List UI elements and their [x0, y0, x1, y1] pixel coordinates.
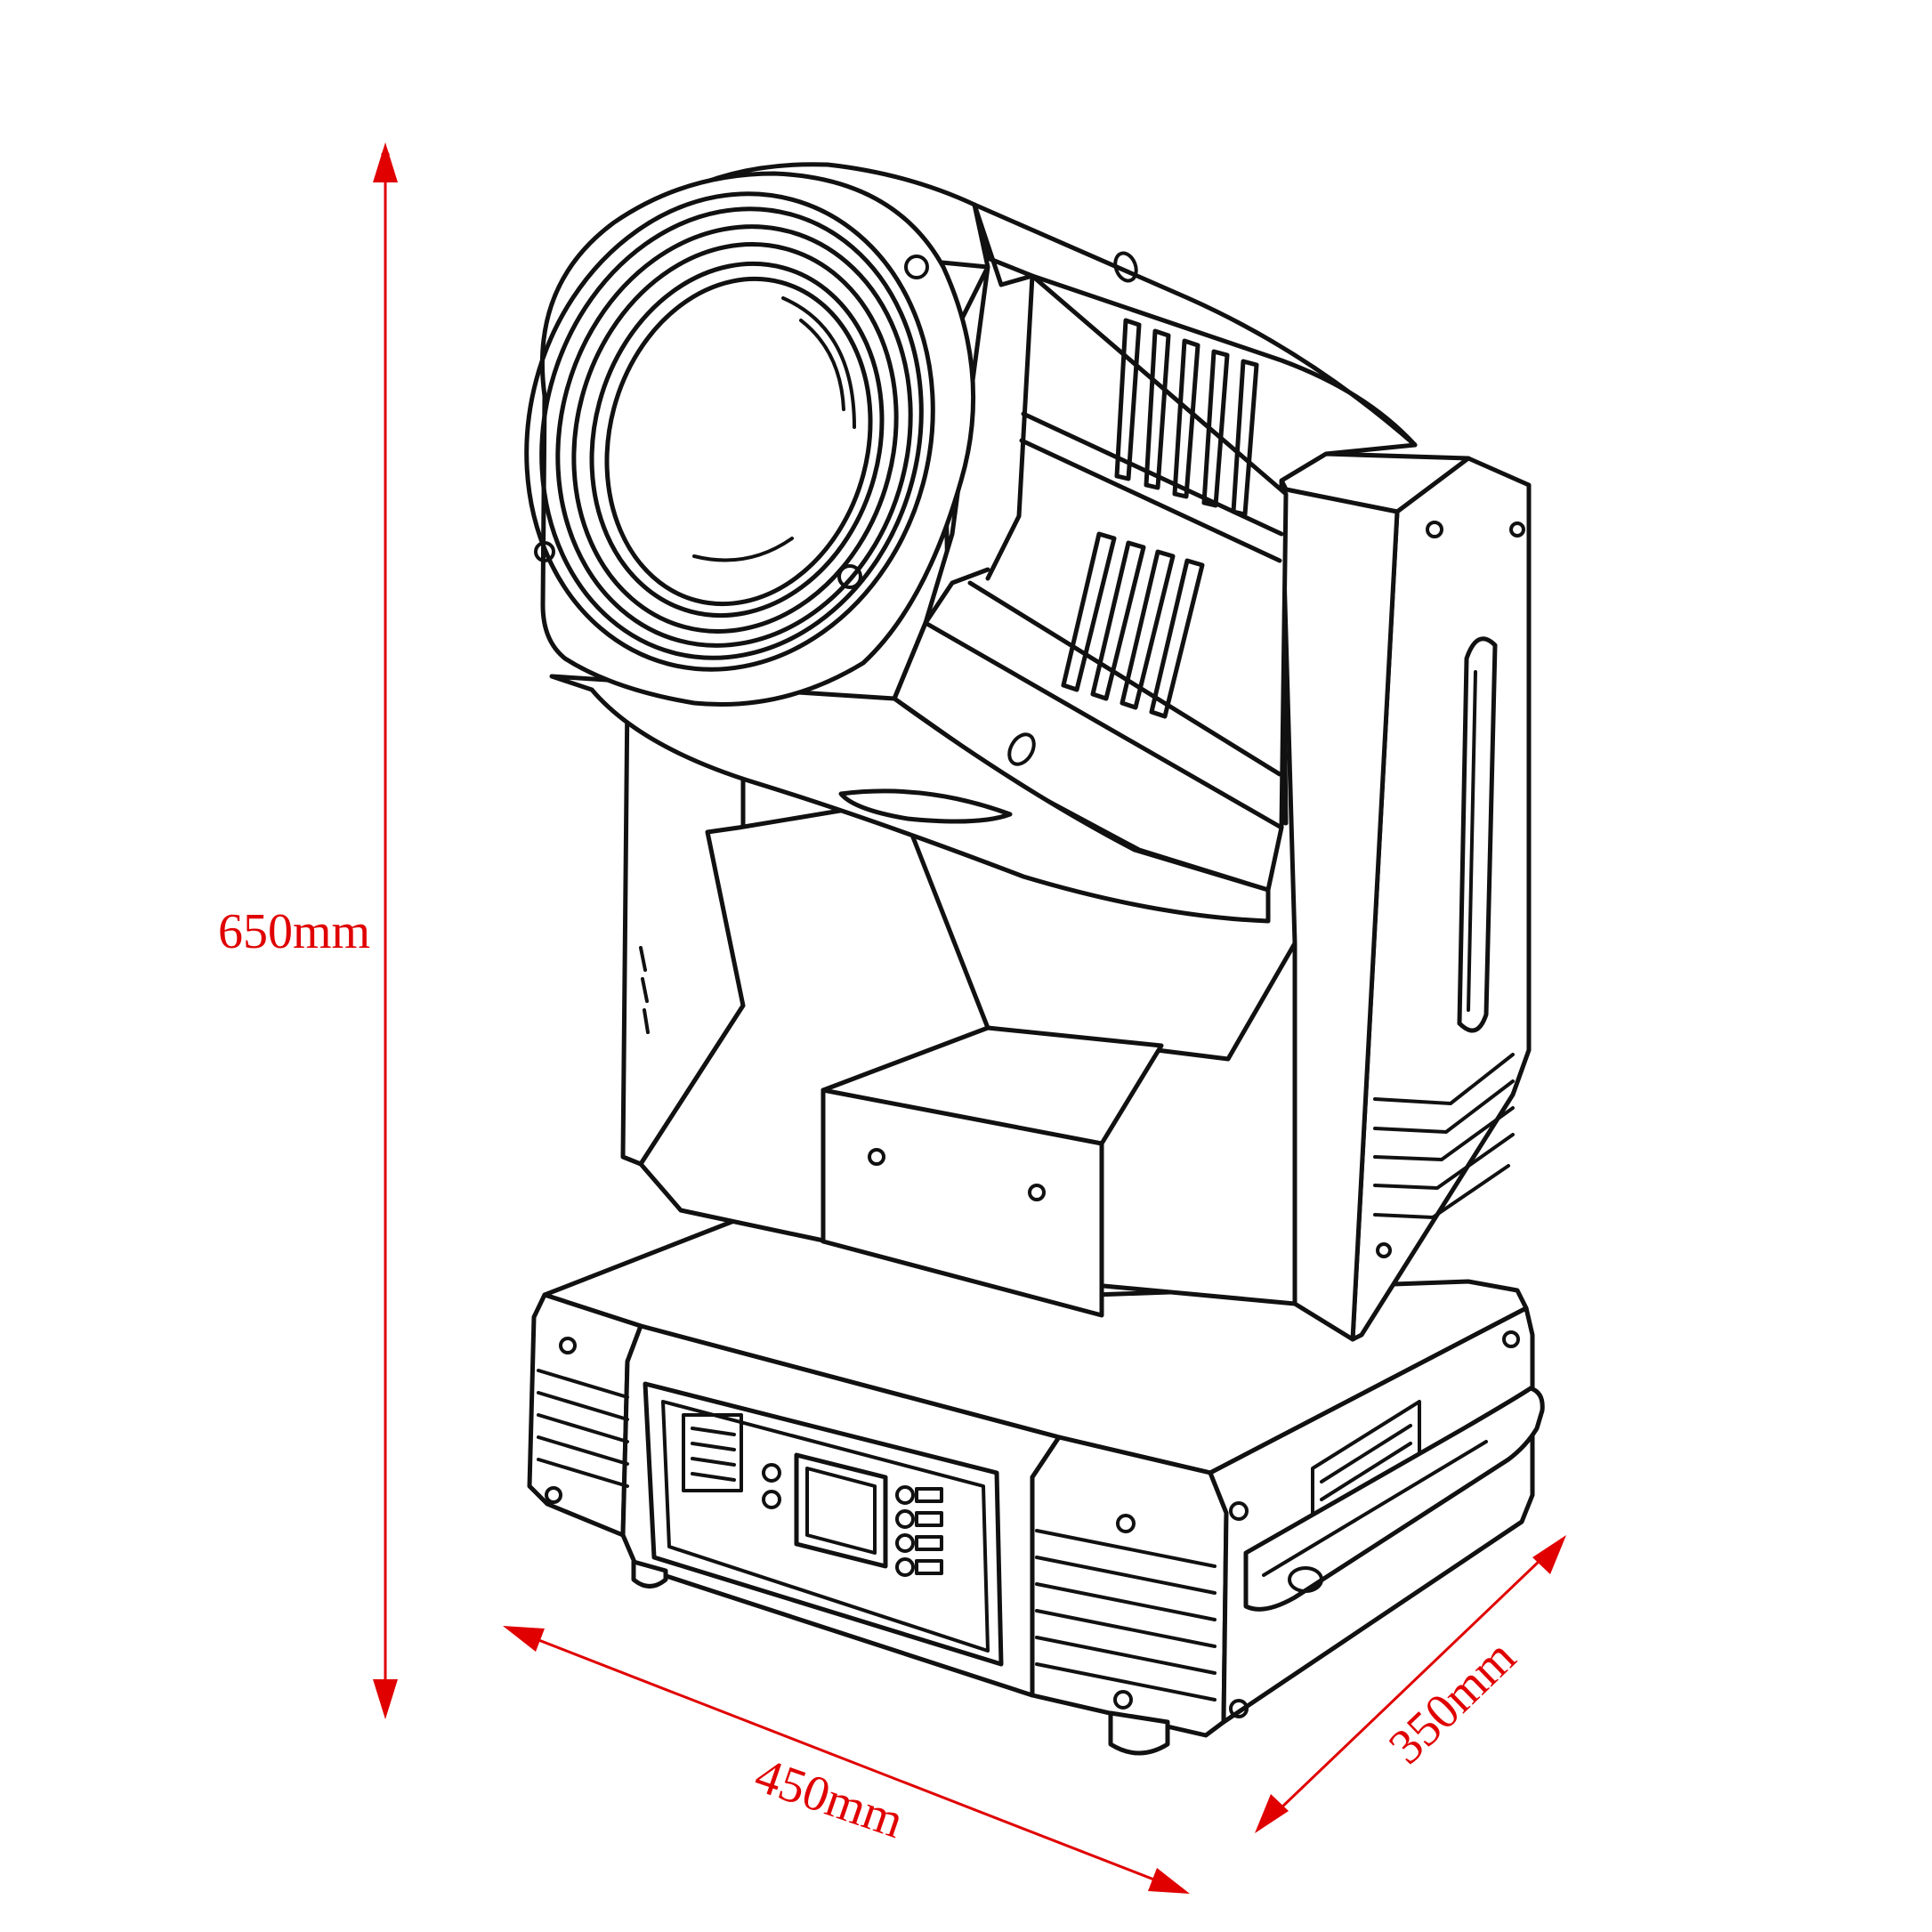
status-led-2: [762, 1490, 781, 1509]
lcd-display: [794, 1452, 888, 1569]
head-top-mark: [1113, 251, 1138, 283]
base-unit: [527, 1215, 1545, 1756]
base-right-front-vents: [1035, 1514, 1217, 1710]
control-buttons: [895, 1485, 943, 1577]
enter-button: [895, 1557, 915, 1577]
width-label: 450mm: [748, 1748, 910, 1849]
status-led-1: [762, 1463, 781, 1483]
yoke-screw-left: [868, 1148, 885, 1166]
width-arrow-left: [503, 1626, 545, 1652]
bezel-screw-left: [534, 541, 555, 562]
head-upper-vents: [1114, 318, 1259, 517]
yoke-arm-slot: [1457, 636, 1498, 1033]
lens-assembly: [524, 191, 935, 672]
yoke-arm-vents: [1373, 1053, 1515, 1219]
yoke: [620, 451, 1532, 1342]
width-arrow-right: [1148, 1868, 1190, 1894]
up-button: [895, 1509, 915, 1529]
moving-head: [524, 162, 1418, 924]
depth-arrow-bottom: [1255, 1794, 1289, 1833]
height-label: 650mm: [218, 904, 370, 959]
foot-right: [1108, 1710, 1170, 1756]
height-arrow-top: [373, 142, 398, 182]
bezel-screw-top: [904, 255, 929, 279]
base-left-vents: [537, 1337, 629, 1504]
handle-screw: [1288, 1566, 1323, 1593]
head-lower-vents: [1061, 531, 1205, 719]
head-bottom-panel: [549, 674, 1271, 924]
depth-arrow-top: [1532, 1535, 1566, 1574]
bezel-screw-bottom: [837, 564, 862, 589]
yoke-screw-right: [1028, 1184, 1046, 1201]
down-button: [895, 1533, 915, 1553]
height-dimension: 650mm: [218, 142, 398, 1719]
foot-left: [631, 1559, 668, 1588]
depth-label: 350mm: [1378, 1629, 1526, 1774]
height-arrow-bottom: [373, 1679, 398, 1719]
lens-highlight: [692, 296, 856, 562]
width-dimension-line: [508, 1627, 1184, 1893]
depth-dimension-line: [1257, 1538, 1564, 1831]
base-right-front-block: [1030, 1435, 1229, 1738]
menu-button: [895, 1485, 915, 1505]
front-panel-recess: [643, 1381, 1004, 1667]
panel-vent: [682, 1413, 743, 1492]
head-bottom-slot: [838, 788, 1013, 824]
